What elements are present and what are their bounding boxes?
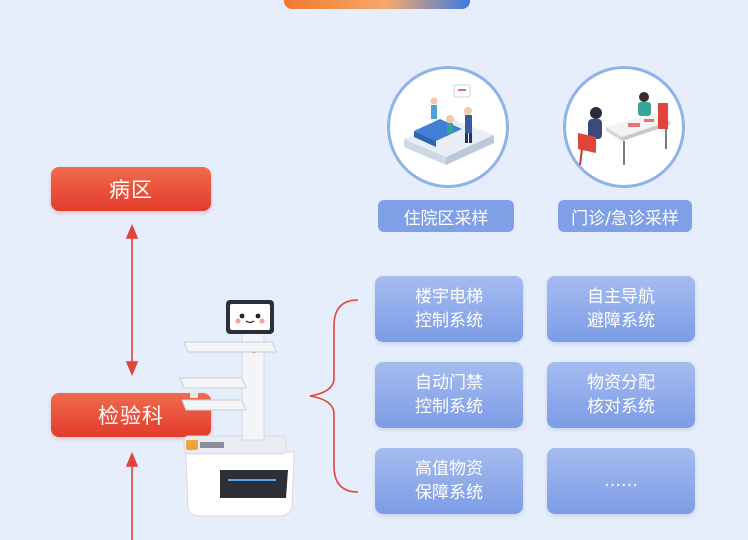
access-control-system: 自动门禁 控制系统: [375, 362, 523, 428]
double-arrow-icon: [125, 223, 139, 377]
top-accent-bar: [284, 0, 470, 9]
system-line-1: 楼宇电梯: [415, 287, 483, 307]
high-value-supply-system: 高值物资 保障系统: [375, 448, 523, 514]
system-line-1: 物资分配: [587, 373, 655, 393]
system-line-2: 保障系统: [415, 483, 483, 503]
ward-label: 病区: [51, 167, 211, 211]
robot-icon: [179, 300, 295, 517]
outpatient-sampling-illustration: [563, 66, 685, 188]
ward-sampling-illustration: [387, 66, 509, 188]
system-line-1: 高值物资: [415, 459, 483, 479]
arrows-layer: [125, 223, 139, 540]
system-line-2: 控制系统: [415, 397, 483, 417]
system-line-2: 控制系统: [415, 311, 483, 331]
delivery-robot-illustration: [179, 300, 295, 517]
elevator-control-system: 楼宇电梯 控制系统: [375, 276, 523, 342]
ellipsis-text: ……: [604, 471, 638, 491]
ward-bed-illustration-icon: [404, 84, 494, 165]
system-line-2: 避障系统: [587, 311, 655, 331]
system-line-1: 自动门禁: [415, 373, 483, 393]
navigation-system: 自主导航 避障系统: [547, 276, 695, 342]
outpatient-desk-illustration-icon: [578, 92, 670, 166]
up-arrow-icon: [125, 451, 139, 540]
more-systems-placeholder: ……: [547, 448, 695, 514]
system-line-1: 自主导航: [587, 287, 655, 307]
bracket-connector-icon: [309, 299, 359, 493]
outpatient-sampling-label: 门诊/急诊采样: [558, 200, 692, 232]
material-verification-system: 物资分配 核对系统: [547, 362, 695, 428]
system-line-2: 核对系统: [587, 397, 655, 417]
ward-sampling-label: 住院区采样: [378, 200, 514, 232]
